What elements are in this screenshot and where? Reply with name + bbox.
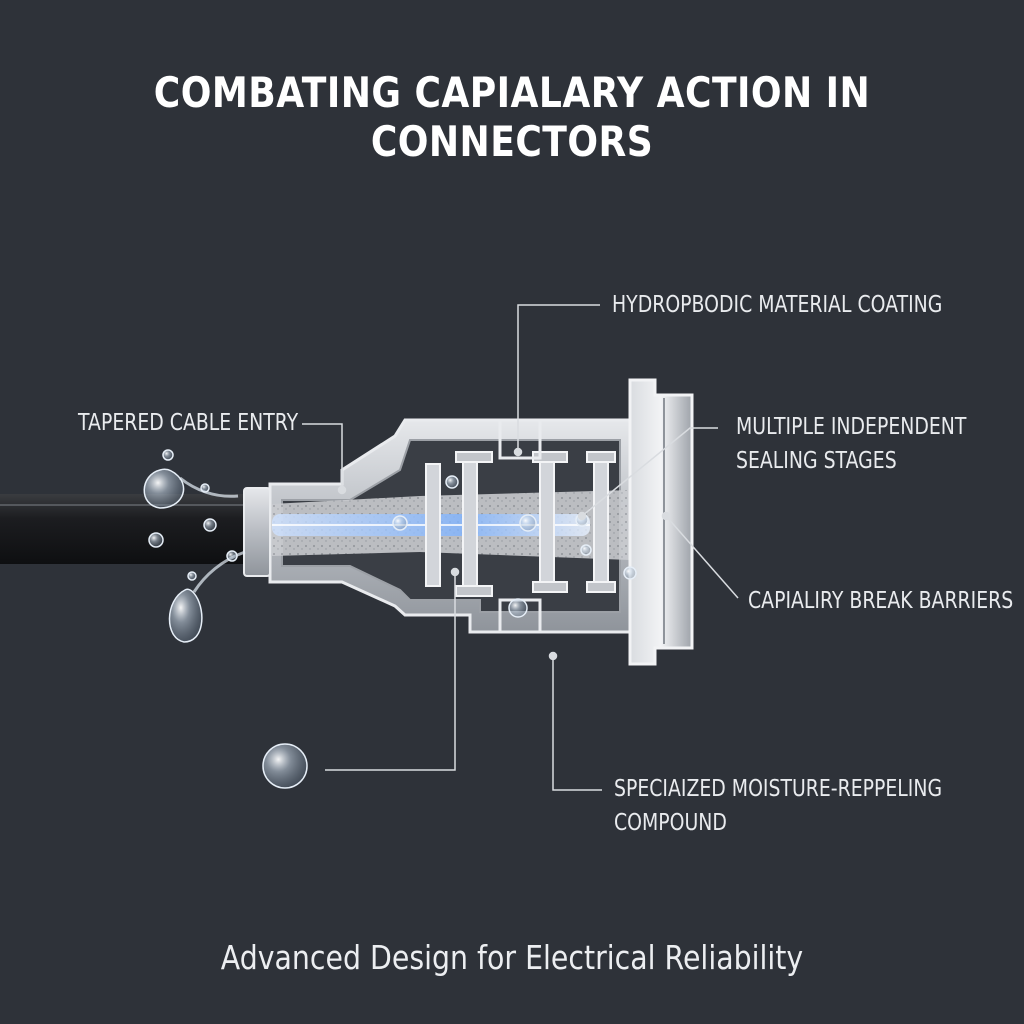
callout-sealing-stages-line1: MULTIPLE INDEPENDENT bbox=[736, 414, 967, 440]
connector-flange bbox=[628, 378, 694, 666]
callout-hydrophobic-coating-text: HYDROPBODIC MATERIAL COATING bbox=[612, 292, 943, 318]
callout-compound-line1: SPECIAIZED MOISTURE-REPPELING bbox=[614, 776, 943, 802]
callout-hydrophobic-coating: HYDROPBODIC MATERIAL COATING bbox=[612, 288, 942, 322]
callout-capillary-break-barriers: CAPIALIRY BREAK BARRIERS bbox=[748, 584, 1013, 618]
diagram-subtitle: Advanced Design for Electrical Reliabili… bbox=[220, 938, 804, 977]
tapered-entry-collar bbox=[243, 487, 271, 577]
callout-compound-line2: COMPOUND bbox=[614, 810, 727, 836]
water-droplets bbox=[143, 449, 637, 789]
callout-tapered-cable-entry-text: TAPERED CABLE ENTRY bbox=[78, 410, 299, 436]
callout-capillary-break-text: CAPIALIRY BREAK BARRIERS bbox=[748, 588, 1014, 614]
callout-sealing-stages: MULTIPLE INDEPENDENT SEALING STAGES bbox=[736, 410, 966, 478]
leader-lines bbox=[302, 304, 739, 791]
diagram-title: COMBATING CAPIALARY ACTION IN CONNECTORS bbox=[153, 68, 871, 166]
callout-sealing-stages-line2: SEALING STAGES bbox=[736, 448, 897, 474]
callout-tapered-cable-entry: TAPERED CABLE ENTRY bbox=[78, 406, 298, 440]
callout-moisture-compound: SPECIAIZED MOISTURE-REPPELING COMPOUND bbox=[614, 772, 942, 840]
